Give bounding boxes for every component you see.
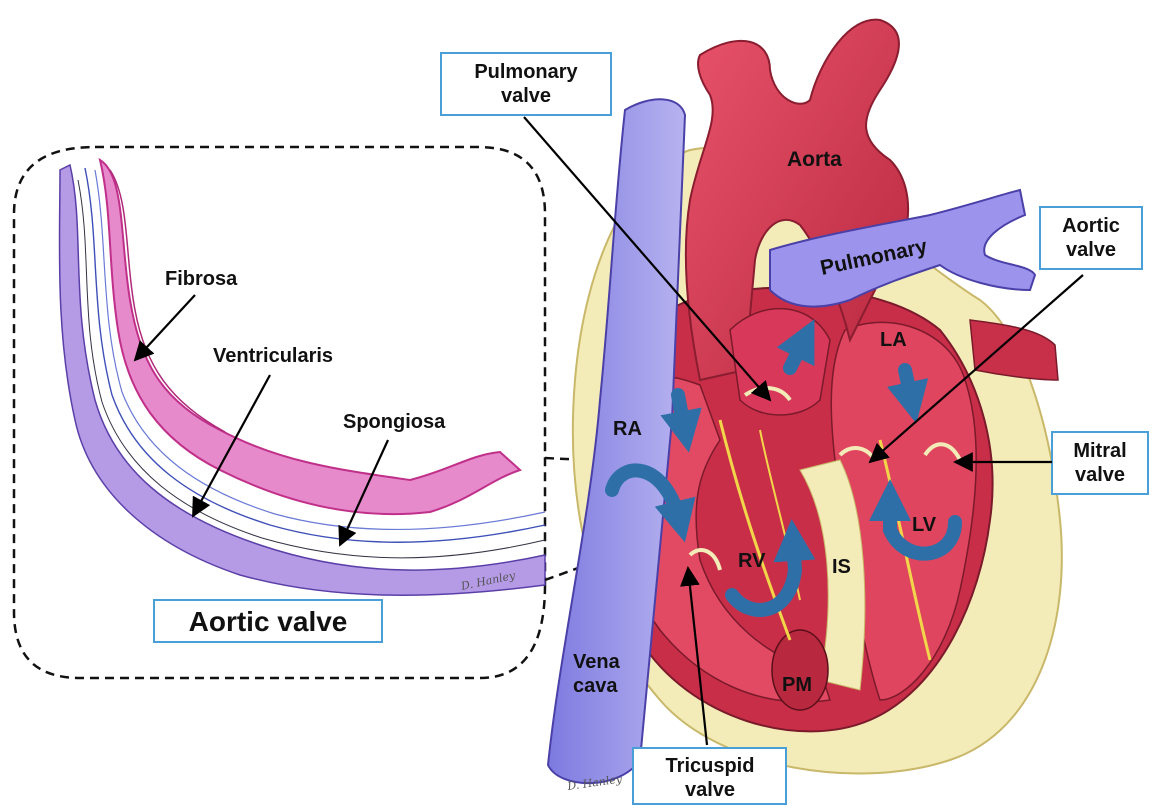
lv-label: LV [912, 514, 937, 536]
flow-arrow-la [905, 370, 912, 403]
pm-label: PM [782, 674, 812, 696]
aortic-valve-title: Aortic valve [189, 606, 348, 637]
spongiosa-label: Spongiosa [343, 411, 446, 433]
fibrosa-pointer [135, 295, 195, 360]
vena-cava-label-line2: cava [573, 675, 618, 697]
rv-label: RV [738, 550, 766, 572]
ra-label: RA [613, 418, 642, 440]
fibrosa-label: Fibrosa [165, 268, 238, 290]
valve-tissue-illustration [59, 160, 545, 595]
ventricularis-label: Ventricularis [213, 345, 333, 367]
aortic-valve-box-label-line1: Aortic [1062, 215, 1120, 237]
pulmonary-valve-label-line2: valve [501, 85, 551, 107]
tricuspid-valve-label-line2: valve [685, 779, 735, 801]
mitral-valve-label-line2: valve [1075, 464, 1125, 486]
vena-cava-label-line1: Vena [573, 651, 621, 673]
flow-arrow-ra [678, 395, 685, 432]
aortic-valve-box-label-line2: valve [1066, 239, 1116, 261]
heart-illustration [548, 20, 1062, 784]
aorta-label: Aorta [787, 148, 842, 171]
la-label: LA [880, 329, 907, 351]
tricuspid-valve-label-line1: Tricuspid [666, 755, 755, 777]
pulmonary-valve-label-line1: Pulmonary [474, 61, 578, 83]
mitral-valve-label-line1: Mitral [1073, 440, 1126, 462]
is-label: IS [832, 556, 851, 578]
